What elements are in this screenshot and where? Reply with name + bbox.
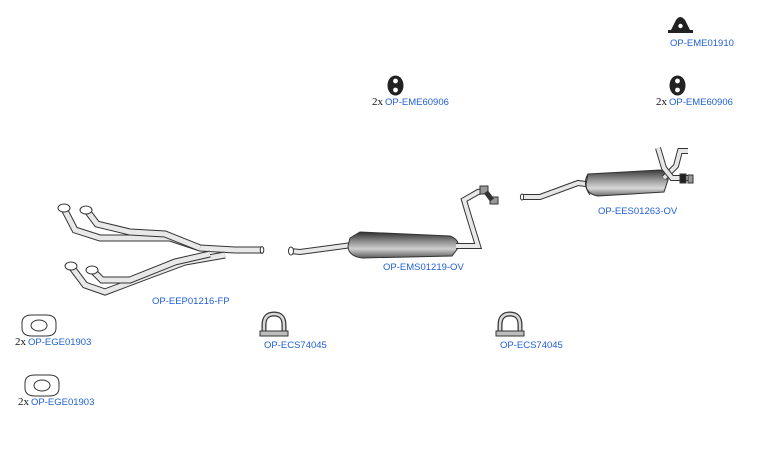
part-code-link[interactable]: OP-ECS74045 [500, 340, 563, 351]
part-label-rear-silencer[interactable]: OP-EES01263-OV [598, 206, 677, 217]
part-label-front-pipe[interactable]: OP-EEP01216-FP [152, 296, 230, 307]
quantity-label: 2x [18, 396, 29, 408]
part-label-clamp-1[interactable]: OP-ECS74045 [264, 340, 327, 351]
flange-gasket-icon[interactable] [24, 374, 60, 397]
rubber-ring-hanger-icon[interactable] [669, 75, 686, 96]
pipe-clamp-icon[interactable] [259, 311, 289, 337]
quantity-label: 2x [656, 96, 667, 108]
quantity-label: 2x [15, 336, 26, 348]
pipe-clamp-icon[interactable] [495, 311, 525, 337]
middle-silencer-icon[interactable] [288, 185, 499, 259]
quantity-label: 2x [372, 96, 383, 108]
rear-silencer-icon[interactable] [519, 147, 694, 201]
part-code-link[interactable]: OP-EES01263-OV [598, 206, 678, 217]
part-label-clamp-2[interactable]: OP-ECS74045 [500, 340, 563, 351]
flange-gasket-icon[interactable] [21, 314, 57, 337]
part-code-link[interactable]: OP-EMS01219-OV [383, 262, 464, 273]
rubber-ring-hanger-icon[interactable] [387, 75, 404, 96]
part-label-rubber-mount[interactable]: OP-EME01910 [670, 38, 734, 49]
part-code-link[interactable]: OP-EEP01216-FP [152, 296, 230, 307]
part-label-middle-silencer[interactable]: OP-EMS01219-OV [383, 262, 464, 273]
part-code-link[interactable]: OP-EME01910 [670, 38, 734, 49]
front-pipe-icon[interactable] [57, 203, 265, 296]
part-code-link[interactable]: OP-ECS74045 [264, 340, 327, 351]
part-code-link[interactable]: OP-EGE01903 [28, 337, 92, 348]
rubber-mount-icon[interactable] [668, 17, 693, 33]
part-code-link[interactable]: OP-EME60906 [669, 97, 733, 108]
part-code-link[interactable]: OP-EME60906 [385, 97, 449, 108]
part-code-link[interactable]: OP-EGE01903 [31, 397, 95, 408]
